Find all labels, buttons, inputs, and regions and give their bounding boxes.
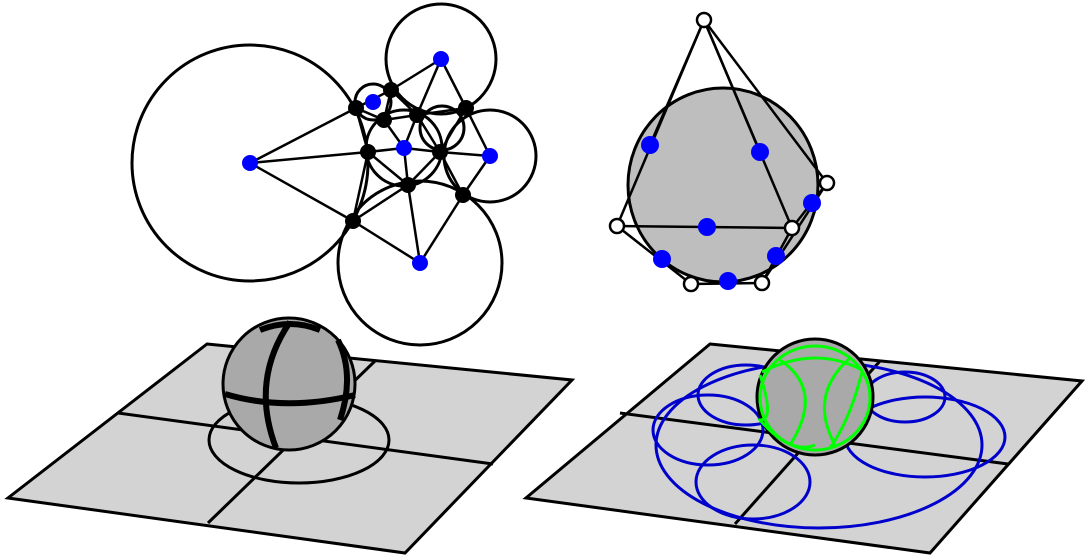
vertex-blue bbox=[719, 272, 737, 290]
polyhedron-sphere-panel bbox=[608, 11, 836, 293]
vertex-black bbox=[455, 187, 471, 203]
vertex-white bbox=[608, 217, 626, 235]
vertex-blue bbox=[653, 250, 671, 268]
green-circles bbox=[756, 344, 872, 452]
tangency-blue-points bbox=[641, 136, 821, 290]
polyhedron-white-vertices bbox=[608, 11, 836, 293]
circle-packing-panel bbox=[130, 2, 538, 347]
vertex-black bbox=[400, 177, 416, 193]
vertex-black bbox=[383, 82, 399, 98]
vertex-black bbox=[348, 100, 364, 116]
packing-circle-top bbox=[384, 2, 498, 116]
vertex-black bbox=[376, 112, 392, 128]
vertex-blue bbox=[767, 247, 785, 265]
vertex-white bbox=[695, 11, 713, 29]
vertex-blue bbox=[365, 94, 381, 110]
vertex-blue bbox=[433, 51, 449, 67]
vertex-blue bbox=[641, 136, 659, 154]
vertex-black bbox=[345, 213, 361, 229]
nerve-graph-black-vertices bbox=[345, 82, 474, 229]
vertex-blue bbox=[698, 218, 716, 236]
nerve-graph-edges bbox=[249, 57, 492, 265]
sphere bbox=[221, 316, 357, 452]
vertex-blue bbox=[412, 255, 428, 271]
vertex-white bbox=[682, 275, 700, 293]
vertex-blue bbox=[396, 140, 412, 156]
vertex-white bbox=[753, 274, 771, 292]
vertex-white bbox=[783, 219, 801, 237]
vertex-black bbox=[409, 107, 425, 123]
blue-circle-left bbox=[651, 393, 765, 467]
vertex-white bbox=[818, 174, 836, 192]
sphere-plane-black-panel bbox=[4, 316, 576, 555]
sphere-great-circles bbox=[224, 320, 356, 450]
sphere-plane-color-panel bbox=[522, 337, 1085, 555]
vertex-blue bbox=[482, 148, 498, 164]
vertex-black bbox=[458, 100, 474, 116]
vertex-black bbox=[432, 144, 448, 160]
nerve-graph-blue-vertices bbox=[242, 51, 498, 271]
blue-circle-bottom bbox=[694, 443, 812, 521]
vertex-blue bbox=[803, 194, 821, 212]
vertex-black bbox=[360, 144, 376, 160]
vertex-blue bbox=[751, 143, 769, 161]
vertex-blue bbox=[242, 155, 258, 171]
